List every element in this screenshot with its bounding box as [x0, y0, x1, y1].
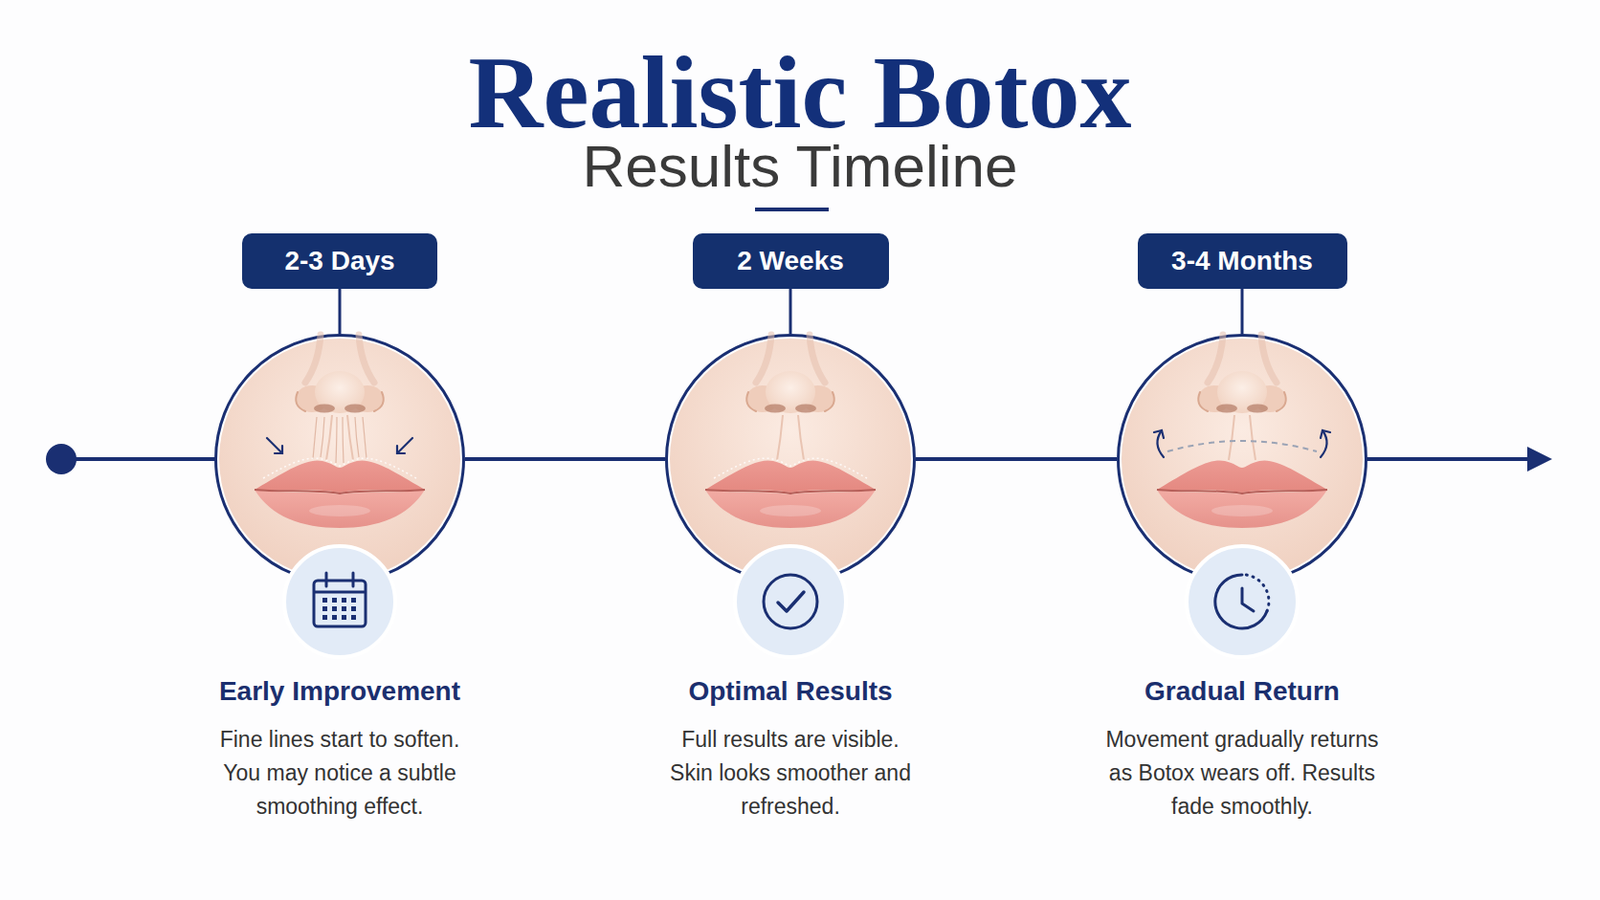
check-icon [763, 575, 818, 629]
timeline-start-dot [45, 444, 77, 475]
stage-illustration [219, 334, 461, 580]
time-label-pill: 3-4 Months [1137, 233, 1348, 289]
time-label-pill: 2-3 Days [242, 233, 438, 289]
timeline-end-line [1365, 457, 1536, 462]
return-arrows [1154, 430, 1331, 458]
calendar-icon [351, 606, 356, 612]
calendar-icon [284, 546, 396, 658]
stage-illustration [219, 334, 461, 580]
subtitle: Results Timeline [0, 136, 1600, 197]
time-label-pill: 2 Weeks [692, 233, 889, 289]
stage-circle: Optimal ResultsFull results are visible.… [665, 333, 916, 585]
connector-line [789, 288, 793, 334]
clock-icon [1215, 575, 1267, 629]
circle-border [1118, 335, 1367, 584]
title: Realistic Botox [0, 41, 1600, 145]
fine-lines [312, 417, 317, 460]
return-arrows [1320, 430, 1328, 458]
title-underline [755, 207, 829, 212]
stage-illustration [669, 334, 912, 580]
connector-line [1241, 288, 1245, 334]
calendar-icon [322, 615, 328, 621]
calendar-icon [325, 573, 329, 587]
connector-line [915, 457, 1117, 462]
calendar-icon [313, 580, 366, 627]
connector-line [338, 288, 342, 334]
check-icon [734, 546, 846, 658]
calendar-icon [322, 598, 356, 621]
circle-outline [1116, 333, 1368, 585]
check-icon [777, 592, 804, 612]
return-arrows [1156, 430, 1164, 458]
time-label: 2 Weeks [692, 233, 889, 289]
time-label: 3-4 Months [1137, 233, 1348, 289]
dashed-curve [1167, 441, 1317, 452]
inward-arrows [274, 445, 283, 454]
clock-icon [1242, 588, 1254, 612]
stage-circle: Gradual ReturnMovement gradually returns… [1116, 333, 1368, 585]
circle-outline [214, 333, 466, 585]
return-arrows [1320, 430, 1331, 439]
clock-icon [1245, 575, 1269, 612]
stage-circle: Early ImprovementFine lines start to sof… [214, 333, 466, 585]
stage-description: Full results are visible. Skin looks smo… [664, 723, 918, 824]
stage-illustration [1121, 334, 1363, 580]
calendar-icon [341, 606, 347, 612]
calendar-icon [284, 546, 396, 658]
check-icon [734, 546, 846, 658]
stage-heading: Optimal Results [589, 675, 992, 709]
inward-arrows [266, 438, 413, 454]
calendar-icon [351, 598, 356, 603]
circle-border [666, 335, 915, 584]
circle-outline [665, 333, 916, 585]
fine-lines [355, 417, 359, 458]
inward-arrows [397, 438, 413, 454]
time-label: 2-3 Days [242, 233, 438, 289]
stage-illustration [669, 334, 912, 580]
fine-lines [342, 417, 344, 464]
stage-description: Fine lines start to soften. You may noti… [208, 723, 472, 824]
calendar-icon [341, 615, 347, 621]
fine-lines [335, 417, 337, 464]
fine-lines [312, 417, 367, 464]
calendar-icon [341, 598, 347, 603]
stage-illustration [713, 458, 867, 479]
timeline-start-line [61, 457, 217, 462]
calendar-icon [332, 615, 337, 621]
calendar-icon [332, 598, 337, 603]
stage-illustration [1121, 334, 1363, 580]
stage-description: Movement gradually returns as Botox wear… [1098, 723, 1386, 824]
return-arrows [1154, 430, 1164, 439]
connector-line [465, 457, 666, 462]
stage-heading: Gradual Return [1041, 675, 1444, 709]
stage-heading: Early Improvement [138, 675, 541, 709]
inward-arrows [397, 445, 405, 454]
inward-arrows [266, 438, 283, 454]
calendar-icon [351, 615, 356, 621]
calendar-icon [322, 598, 328, 603]
calendar-icon [322, 606, 328, 612]
fine-lines [362, 417, 367, 460]
clock-icon [1186, 546, 1298, 658]
stage-illustration [263, 458, 417, 479]
timeline-arrowhead [1527, 446, 1553, 472]
calendar-icon [313, 591, 366, 595]
circle-border [216, 335, 465, 584]
calendar-icon [352, 573, 356, 587]
fine-lines [320, 417, 325, 458]
calendar-icon [332, 606, 337, 612]
clock-icon [1186, 546, 1298, 658]
